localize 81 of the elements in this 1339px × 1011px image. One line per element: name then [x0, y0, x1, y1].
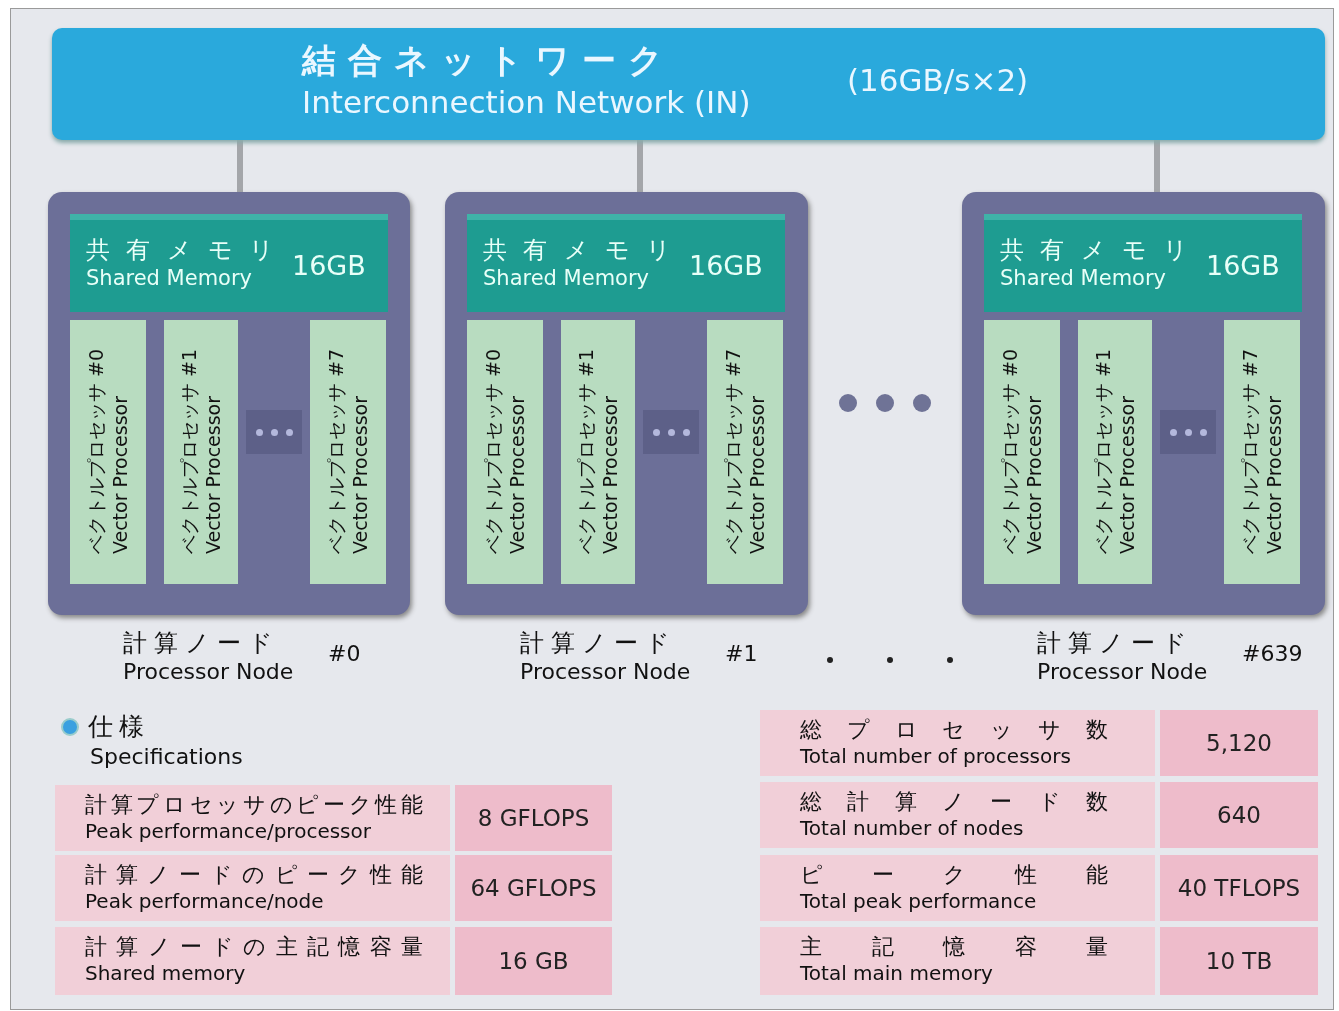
processor-block	[561, 320, 635, 584]
spec-value: 8 GFLOPS	[455, 785, 612, 851]
node-caption: Processor Node	[520, 659, 691, 684]
spec-label: 計算ノードのピーク性能	[85, 861, 425, 889]
network-title: 結合ネットワーク	[302, 39, 675, 82]
connector-line	[637, 140, 643, 192]
node-number: #0	[328, 641, 361, 666]
processor-label: ベクトルプロセッサ #1	[574, 349, 598, 555]
spec-label: Peak performance/node	[85, 889, 325, 913]
network-title: Interconnection Network (IN)	[302, 84, 751, 120]
spec-label: 計算ノードの主記憶容量	[85, 933, 425, 961]
processor-block	[1078, 320, 1152, 584]
processor-label: Vector Processor	[348, 395, 372, 555]
processor-label: ベクトルプロセッサ #7	[324, 349, 348, 555]
spec-label: Peak performance/processor	[85, 819, 372, 843]
processor-label: Vector Processor	[1022, 395, 1046, 555]
memory-title: Shared Memory	[86, 266, 252, 290]
spec-label: Shared memory	[85, 961, 247, 985]
processor-label: ベクトルプロセッサ #0	[481, 349, 505, 555]
memory-title: 共有メモリ	[483, 235, 673, 266]
processor-node-box	[445, 192, 808, 615]
processor-label: Vector Processor	[108, 395, 132, 555]
processor-block	[707, 320, 783, 584]
shared-memory-block	[984, 214, 1302, 312]
connector-line	[1154, 140, 1160, 192]
spec-label: Total number of processors	[800, 744, 1072, 768]
node-number: #1	[725, 641, 758, 666]
bandwidth-text: (16GB/s×2)	[847, 62, 1029, 98]
processor-block	[1224, 320, 1300, 584]
spec-value: 16 GB	[455, 927, 612, 995]
processor-label: ベクトルプロセッサ #0	[998, 349, 1022, 555]
node-caption: Processor Node	[123, 659, 294, 684]
processor-label: Vector Processor	[598, 395, 622, 555]
section-heading: 仕様	[88, 711, 150, 743]
processor-label: Vector Processor	[1262, 395, 1286, 555]
memory-title: 共有メモリ	[1000, 235, 1190, 266]
spec-value: 10 TB	[1160, 927, 1318, 995]
processor-label: ベクトルプロセッサ #1	[177, 349, 201, 555]
spec-label: Total number of nodes	[800, 816, 1025, 840]
shared-memory-block	[70, 214, 388, 312]
connector-line	[237, 140, 243, 192]
spec-label: Total peak performance	[800, 889, 1038, 913]
node-caption: Processor Node	[1037, 659, 1208, 684]
spec-label: ピーク性能	[800, 861, 1110, 889]
spec-label: Total main memory	[800, 961, 994, 985]
memory-size: 16GB	[1206, 250, 1280, 281]
processor-label: Vector Processor	[505, 395, 529, 555]
spec-value: 40 TFLOPS	[1160, 855, 1318, 921]
spec-label: 計算プロセッサのピーク性能	[85, 791, 425, 819]
shared-memory-block	[467, 214, 785, 312]
processor-label: ベクトルプロセッサ #0	[84, 349, 108, 555]
memory-title: 共有メモリ	[86, 235, 276, 266]
processor-block	[467, 320, 543, 584]
processor-block	[164, 320, 238, 584]
node-caption: 計算ノード	[520, 628, 670, 659]
spec-label: 総計算ノード数	[800, 788, 1110, 816]
processor-block	[310, 320, 386, 584]
spec-value: 640	[1160, 782, 1318, 848]
node-caption: 計算ノード	[1037, 628, 1187, 659]
node-number: #639	[1242, 641, 1303, 666]
processor-label: ベクトルプロセッサ #1	[1091, 349, 1115, 555]
section-heading: Specifications	[90, 744, 243, 769]
memory-title: Shared Memory	[1000, 266, 1166, 290]
memory-size: 16GB	[292, 250, 366, 281]
processor-label: Vector Processor	[201, 395, 225, 555]
processor-label: Vector Processor	[745, 395, 769, 555]
memory-title: Shared Memory	[483, 266, 649, 290]
processor-label: Vector Processor	[1115, 395, 1139, 555]
spec-value: 5,120	[1160, 710, 1318, 776]
spec-value: 64 GFLOPS	[455, 855, 612, 921]
processor-block	[984, 320, 1060, 584]
processor-node-box	[48, 192, 410, 615]
memory-size: 16GB	[689, 250, 763, 281]
processor-label: ベクトルプロセッサ #7	[1238, 349, 1262, 555]
spec-label: 主記憶容量	[800, 933, 1110, 961]
processor-node-box	[962, 192, 1325, 615]
spec-label: 総プロセッサ数	[800, 716, 1110, 744]
node-caption: 計算ノード	[123, 628, 273, 659]
network-bar	[52, 28, 1325, 140]
processor-label: ベクトルプロセッサ #7	[721, 349, 745, 555]
processor-block	[70, 320, 146, 584]
